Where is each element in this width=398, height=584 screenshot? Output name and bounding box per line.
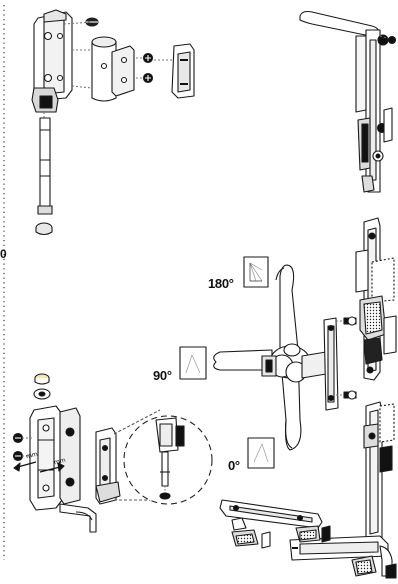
angle-icon-90 bbox=[179, 346, 207, 380]
left-edge-mark: 0 bbox=[0, 247, 7, 261]
angle-label-90: 90° bbox=[153, 368, 172, 383]
angle-label-0: 0° bbox=[228, 458, 240, 473]
angle-icon-180 bbox=[243, 256, 269, 288]
bottom-hinge-assembly bbox=[12, 373, 161, 533]
angle-label-180: 180° bbox=[208, 276, 234, 291]
angle-icon-0 bbox=[247, 437, 275, 469]
middle-right-locking-bar bbox=[355, 217, 397, 381]
bottom-right-corner-mechanism bbox=[289, 401, 397, 579]
top-right-corner-mechanism bbox=[299, 10, 397, 193]
top-hinge-assembly bbox=[31, 9, 195, 236]
bottom-horizontal-rails bbox=[219, 499, 331, 549]
detail-callout-circle bbox=[123, 415, 213, 505]
window-handle bbox=[213, 264, 357, 451]
